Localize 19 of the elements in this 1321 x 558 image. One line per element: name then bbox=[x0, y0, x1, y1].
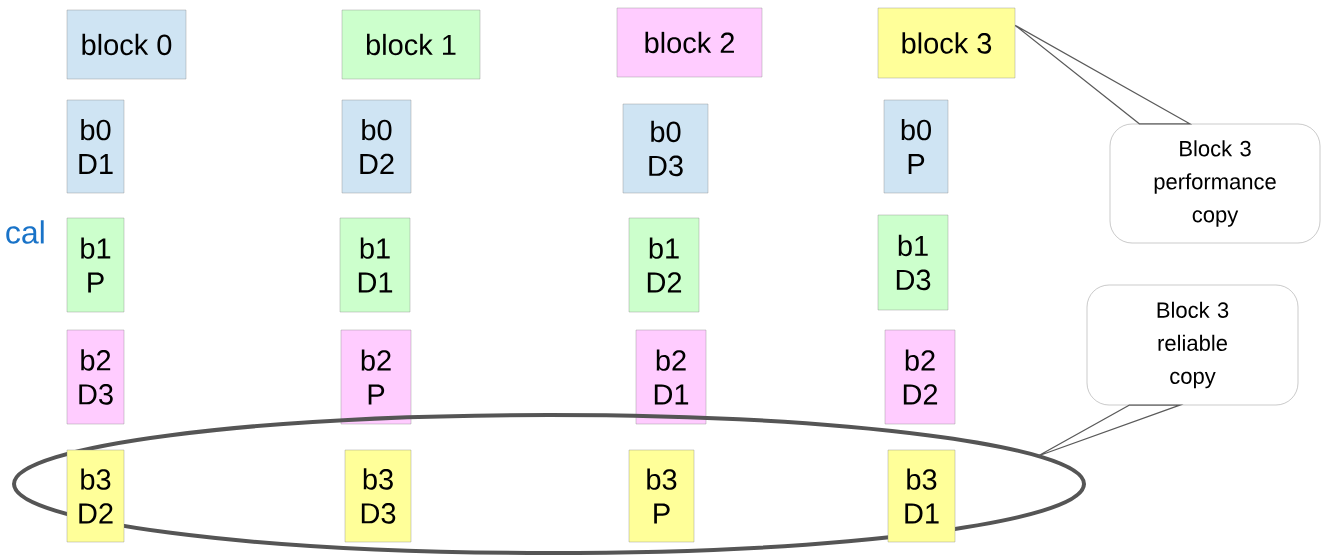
block-cell: b0 P bbox=[883, 99, 949, 194]
block-box: block 0 bbox=[66, 9, 187, 80]
block-cell: b2 P bbox=[340, 329, 412, 425]
block-box: block 3 bbox=[877, 7, 1016, 79]
block-box: block 1 bbox=[341, 9, 481, 80]
block-cell: b0 D1 bbox=[66, 99, 125, 194]
block-cell: b0 D3 bbox=[622, 103, 709, 194]
block-cell: b2 D3 bbox=[66, 329, 125, 425]
ellipse bbox=[12, 413, 1086, 555]
block-cell: b1 D1 bbox=[339, 217, 411, 313]
callout-bubble: Block 3 performance copy bbox=[1109, 123, 1321, 244]
block-box: block 2 bbox=[616, 7, 763, 78]
block-cell: b2 D1 bbox=[635, 329, 707, 425]
block-cell: b1 P bbox=[66, 217, 125, 313]
block-cell: b0 D2 bbox=[341, 99, 412, 194]
block-cell: b1 D2 bbox=[628, 217, 700, 313]
block-cell: b1 D3 bbox=[877, 214, 949, 311]
block-cell: b2 D2 bbox=[884, 329, 956, 425]
side-label: cal bbox=[6, 220, 44, 244]
